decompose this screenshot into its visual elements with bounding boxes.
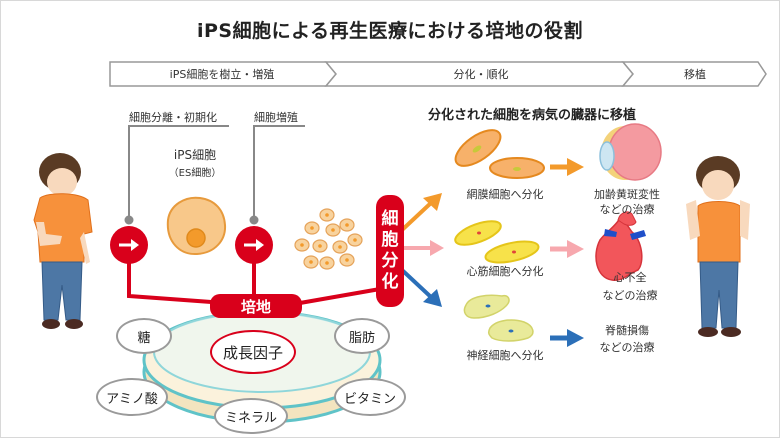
component-mineral: ミネラル: [214, 398, 288, 434]
retina-cell-2-nucleus: [513, 167, 521, 171]
nerve-cell-label: 神経細胞へ分化: [466, 349, 544, 362]
heart-treatment-arrow-head: [567, 240, 584, 258]
step-arrow-circle-2: [235, 226, 273, 264]
patient-before-illustration: [33, 153, 93, 329]
retina-cell-1-nucleus: [472, 145, 482, 153]
arrow-to-nerve-head: [423, 289, 442, 307]
heart-treatment-line1: 心不全: [613, 271, 647, 284]
arrow-to-nerve-line: [400, 268, 434, 300]
nerve-cell-2-nucleus: [508, 329, 514, 333]
bracket-dot-1: [124, 215, 134, 225]
step-cell-isolation-label: 細胞分離・初期化: [129, 111, 217, 124]
heart-aorta: [617, 211, 637, 226]
retina-treatment-line1: 加齢黄斑変性: [594, 188, 660, 201]
bracket-line-2: [253, 125, 305, 219]
process-step-3-shape: [621, 61, 767, 87]
heart-cell-2-nucleus: [512, 250, 516, 254]
diagram-title: iPS細胞による再生医療における培地の役割: [196, 20, 584, 42]
retina-cell-label: 網膜細胞へ分化: [466, 188, 544, 201]
patient-after-illustration: [686, 156, 750, 337]
red-line-3: [299, 287, 381, 305]
arrow-to-heart-head: [430, 240, 444, 256]
nerve-cell-1-nucleus: [485, 304, 491, 308]
arrow-right-icon: [119, 239, 139, 251]
process-step-1-label: iPS細胞を樹立・増殖: [169, 68, 275, 81]
proliferated-cells-nuclei: [300, 213, 357, 265]
heart-cell-label: 心筋細胞へ分化: [466, 265, 544, 278]
es-cell-label: （ES細胞）: [168, 168, 222, 179]
ips-cell-nucleus: [186, 228, 206, 248]
heart-vessel-left: [604, 229, 617, 237]
process-step-2-label: 分化・順化: [453, 68, 509, 81]
step-arrow-circle-1: [110, 226, 148, 264]
nerve-treatment-arrow-head: [567, 329, 584, 347]
retina-treatment-arrow-head: [567, 158, 584, 176]
arrow-to-retina-line: [400, 200, 434, 232]
process-step-3-label: 移植: [684, 68, 706, 81]
proliferated-cells-cluster: [294, 208, 363, 270]
nerve-treatment-line2: などの治療: [599, 341, 655, 354]
red-line-1: [127, 262, 226, 305]
component-vitamin: ビタミン: [334, 378, 406, 416]
component-fat: 脂肪: [334, 318, 390, 354]
bracket-line-1: [128, 125, 229, 219]
retina-treatment-line2: などの治療: [599, 203, 655, 216]
differentiation-badge: 細 胞 分 化: [376, 195, 404, 307]
bracket-dot-2: [249, 215, 259, 225]
medium-badge: 培地: [210, 294, 302, 318]
eye-lens: [599, 141, 615, 171]
component-sugar: 糖: [116, 318, 172, 354]
differentiation-badge-char: 細: [381, 209, 399, 229]
process-bar: [109, 61, 767, 87]
eye-retina-illustration: [608, 123, 662, 181]
heart-treatment-line2: などの治療: [602, 289, 658, 302]
heart-vessel-right: [630, 230, 646, 240]
heart-cell-1-nucleus: [477, 231, 481, 235]
arrow-right-icon: [244, 239, 264, 251]
arrow-to-retina-head: [423, 193, 442, 211]
differentiation-badge-char: 化: [381, 272, 399, 292]
component-amino-acid: アミノ酸: [96, 378, 168, 416]
nerve-treatment-line1: 脊髄損傷: [605, 324, 649, 337]
differentiation-badge-char: 分: [381, 251, 399, 271]
ips-cell-label: iPS細胞: [173, 148, 217, 162]
step-cell-proliferation-label: 細胞増殖: [254, 111, 298, 124]
ips-cell-illustration: [166, 196, 227, 256]
transplant-heading: 分化された細胞を病気の臓器に移植: [428, 108, 637, 123]
differentiation-badge-char: 胞: [381, 230, 399, 250]
component-growth-factor: 成長因子: [210, 330, 296, 374]
